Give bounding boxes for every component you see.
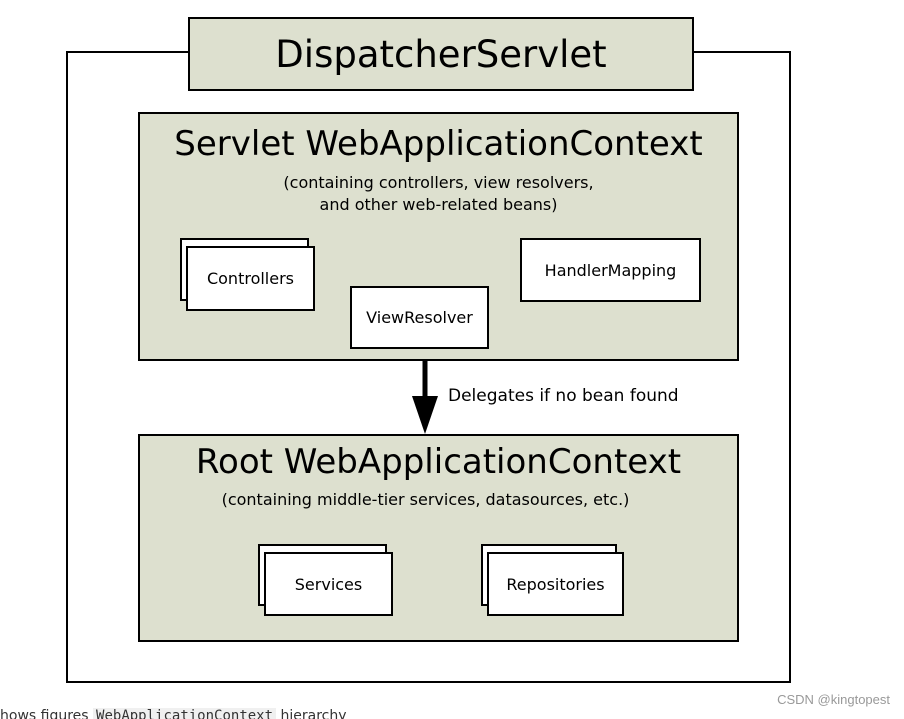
bottom-caption-suffix: hierarchy [276,708,347,719]
root-web-application-context: Root WebApplicationContext (containing m… [138,434,739,642]
servlet-context-subtitle-line2: and other web-related beans) [319,195,558,214]
dispatcher-servlet-title: DispatcherServlet [188,17,694,91]
bottom-caption-code: WebApplicationContext [93,708,277,719]
view-resolver-bean: ViewResolver [350,286,489,349]
bottom-caption: hows figures WebApplicationContext hiera… [0,708,347,719]
servlet-context-subtitle-line1: (containing controllers, view resolvers, [283,173,594,192]
servlet-context-title: Servlet WebApplicationContext [174,124,703,164]
services-bean: Services [264,552,393,616]
delegation-label: Delegates if no bean found [448,386,679,406]
delegation-arrow [412,360,438,434]
csdn-watermark: CSDN @kingtopest [777,692,890,707]
repositories-bean: Repositories [487,552,624,616]
handler-mapping-bean: HandlerMapping [520,238,701,302]
root-context-subtitle: (containing middle-tier services, dataso… [221,490,630,509]
controllers-bean: Controllers [186,246,315,311]
bottom-caption-prefix: hows figures [0,708,94,719]
root-context-title: Root WebApplicationContext [195,442,682,482]
